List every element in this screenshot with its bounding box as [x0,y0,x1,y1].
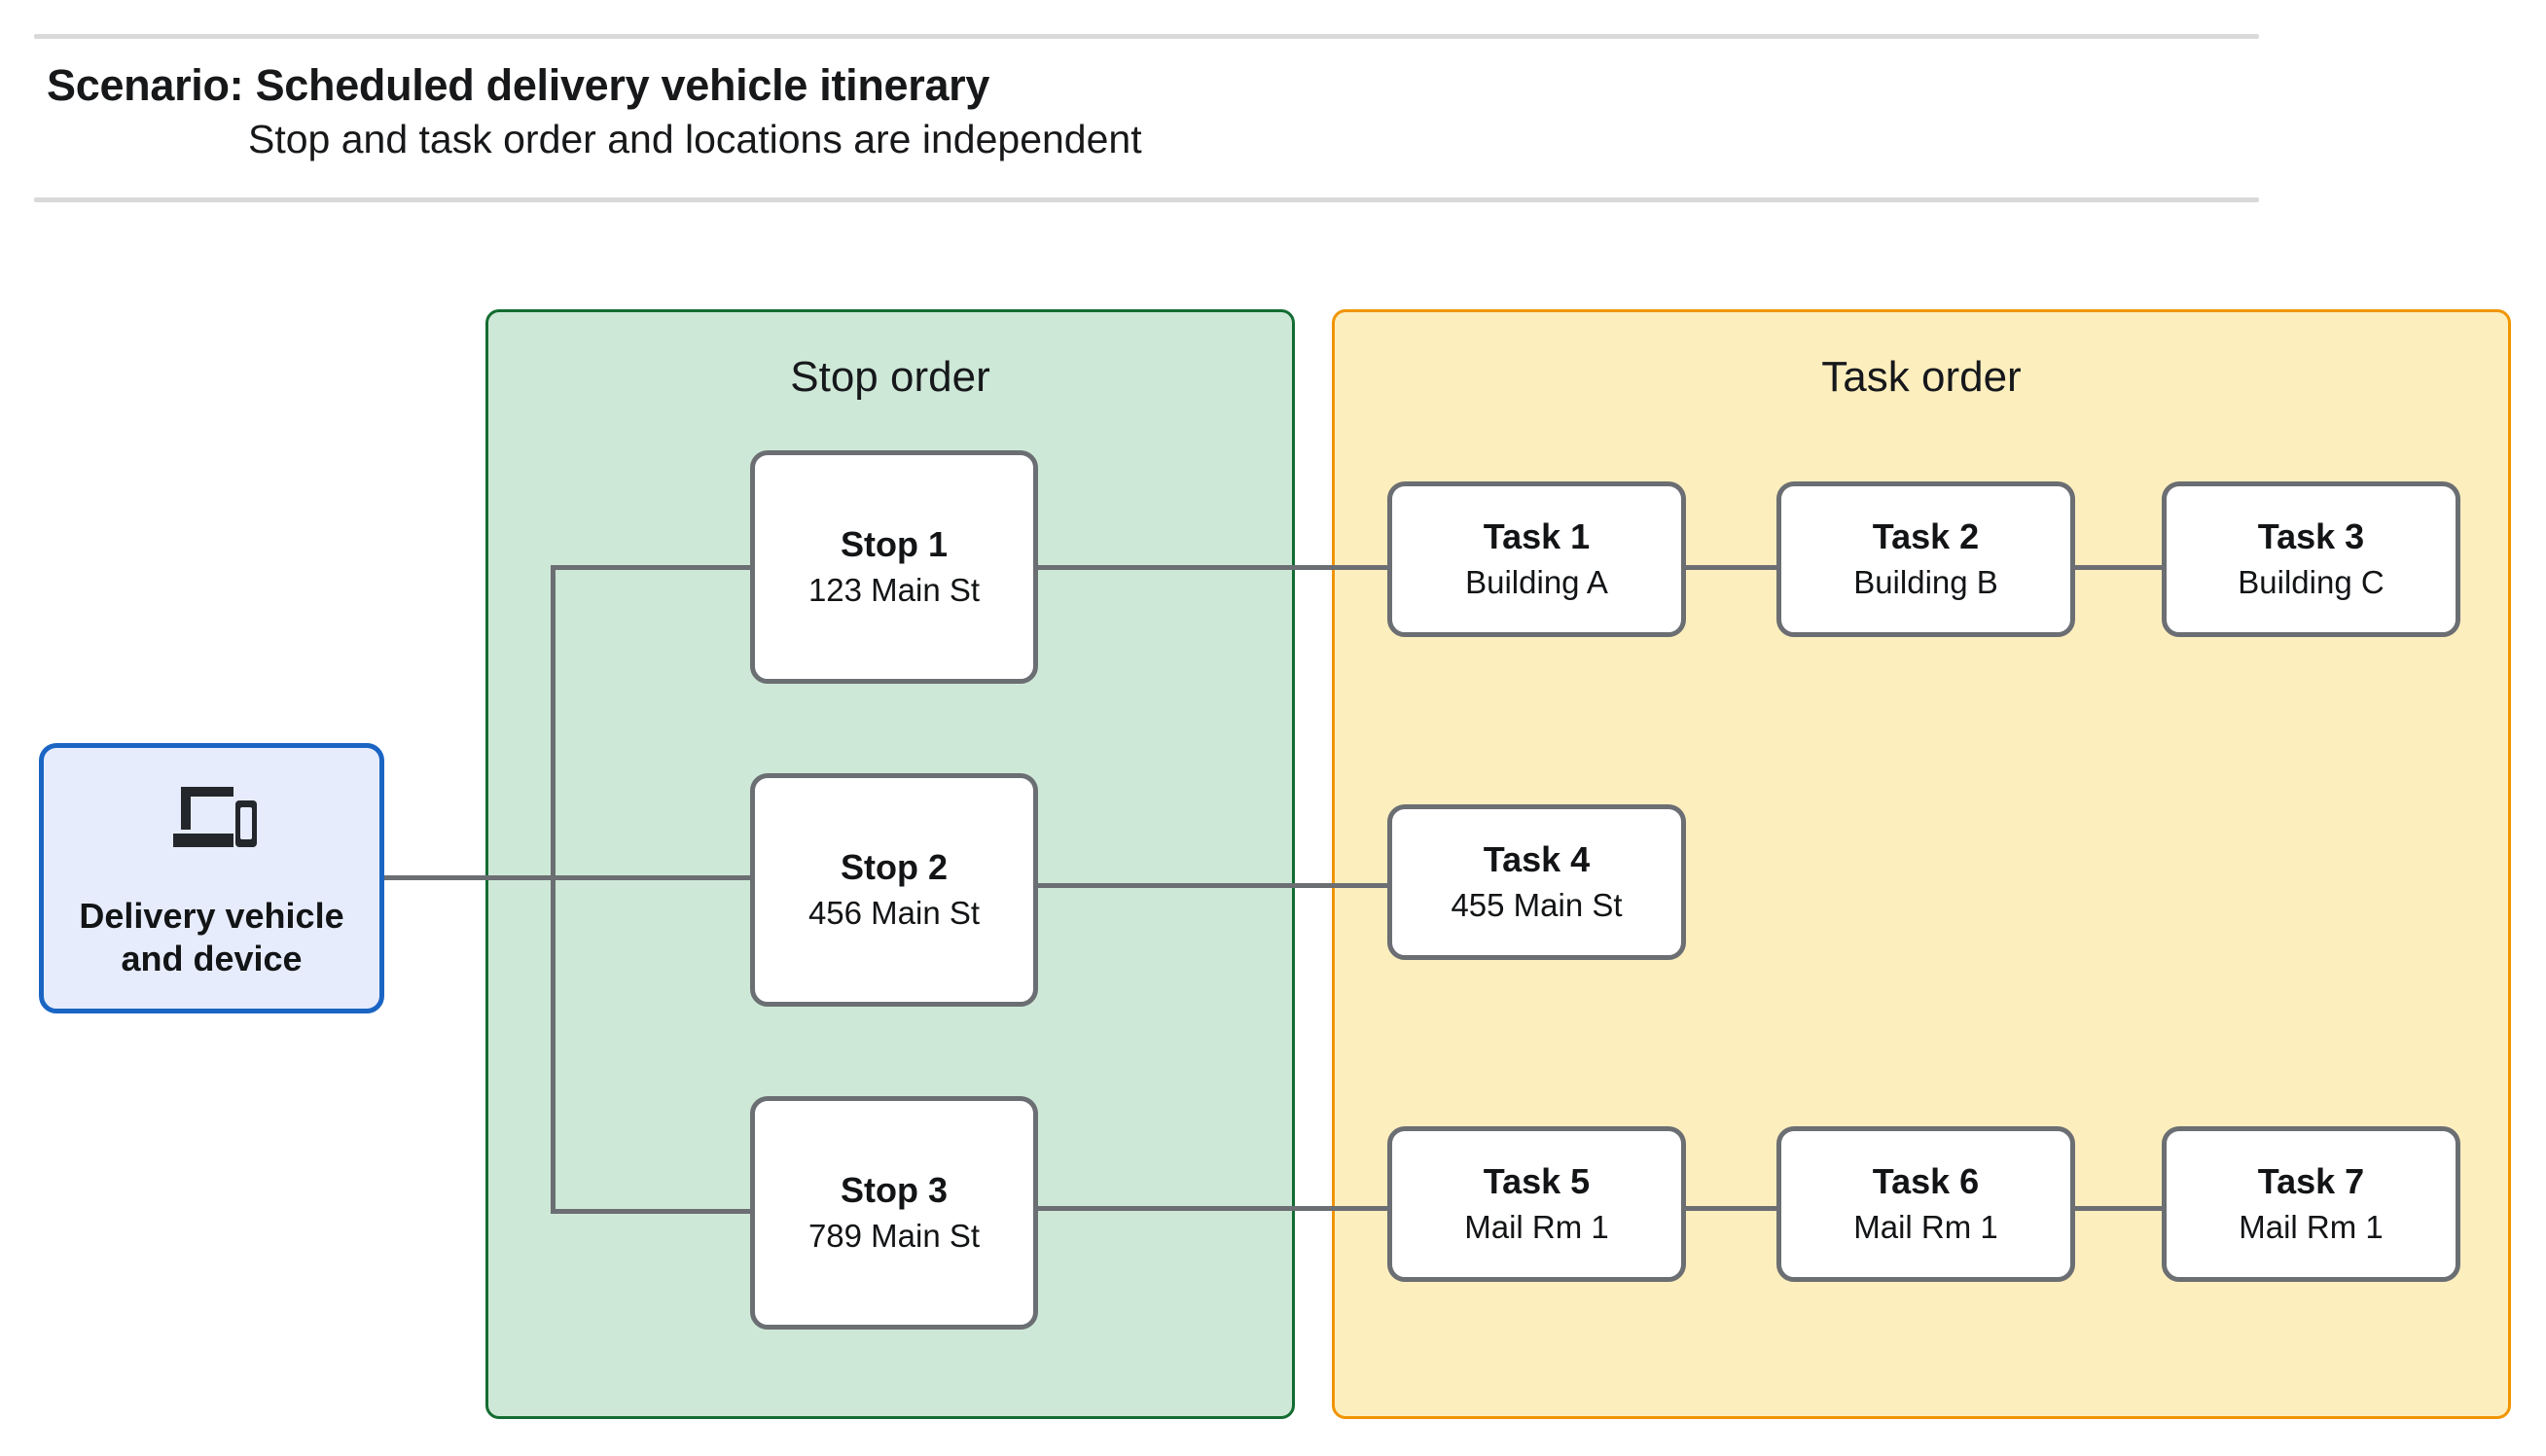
node-task-7[interactable]: Task 7 Mail Rm 1 [2162,1126,2460,1282]
node-task-1-title: Task 1 [1483,516,1591,557]
connector-bus-to-stop-3 [551,1209,755,1214]
node-stop-3-title: Stop 3 [840,1170,948,1211]
connector-task-1-to-task-2 [1681,565,1781,570]
devices-laptop-phone-icon [167,781,257,856]
group-title-task-order: Task order [1821,353,2022,401]
node-stop-3-address: 789 Main St [807,1217,981,1254]
node-task-7-title: Task 7 [2257,1161,2365,1202]
node-task-5[interactable]: Task 5 Mail Rm 1 [1387,1126,1686,1282]
node-device-label-line1: Delivery vehicle [79,895,344,936]
connector-bus-to-stop-2 [551,875,755,880]
connector-task-2-to-task-3 [2070,565,2167,570]
node-task-4-title: Task 4 [1483,839,1591,880]
header-divider-top [34,34,2259,39]
node-task-6-title: Task 6 [1872,1161,1980,1202]
connector-stop-3-to-task-5 [1033,1206,1392,1211]
node-task-4-location: 455 Main St [1451,886,1623,923]
node-delivery-vehicle-and-device[interactable]: Delivery vehicle and device [39,743,384,1013]
node-task-2-title: Task 2 [1872,516,1980,557]
node-device-label-line2: and device [121,938,303,978]
node-task-5-title: Task 5 [1483,1161,1591,1202]
node-stop-1[interactable]: Stop 1 123 Main St [750,450,1038,684]
node-stop-2[interactable]: Stop 2 456 Main St [750,773,1038,1007]
page-title: Scenario: Scheduled delivery vehicle iti… [47,60,990,110]
node-device-label: Delivery vehicle and device [79,895,343,980]
node-stop-3[interactable]: Stop 3 789 Main St [750,1096,1038,1330]
connector-device-to-bus [382,875,556,880]
group-title-stop-order: Stop order [790,353,990,401]
node-task-2[interactable]: Task 2 Building B [1776,481,2075,637]
node-task-6-location: Mail Rm 1 [1853,1208,1998,1245]
node-task-6[interactable]: Task 6 Mail Rm 1 [1776,1126,2075,1282]
node-task-3-title: Task 3 [2257,516,2365,557]
page-subtitle: Stop and task order and locations are in… [248,117,1142,161]
connector-vertical-bus [551,565,556,1214]
node-task-7-location: Mail Rm 1 [2239,1208,2384,1245]
node-stop-1-title: Stop 1 [840,524,948,565]
connector-task-5-to-task-6 [1681,1206,1781,1211]
node-stop-1-address: 123 Main St [807,571,981,608]
connector-stop-2-to-task-4 [1033,883,1392,888]
node-task-2-location: Building B [1853,563,1998,600]
connector-stop-1-to-task-1 [1033,565,1392,570]
node-task-5-location: Mail Rm 1 [1464,1208,1609,1245]
node-task-3-location: Building C [2238,563,2385,600]
connector-bus-to-stop-1 [551,565,755,570]
node-task-1-location: Building A [1465,563,1608,600]
node-task-4[interactable]: Task 4 455 Main St [1387,804,1686,960]
node-stop-2-title: Stop 2 [840,847,948,888]
node-task-3[interactable]: Task 3 Building C [2162,481,2460,637]
connector-task-6-to-task-7 [2070,1206,2167,1211]
node-task-1[interactable]: Task 1 Building A [1387,481,1686,637]
header-divider-bottom [34,197,2259,202]
node-stop-2-address: 456 Main St [807,894,981,931]
